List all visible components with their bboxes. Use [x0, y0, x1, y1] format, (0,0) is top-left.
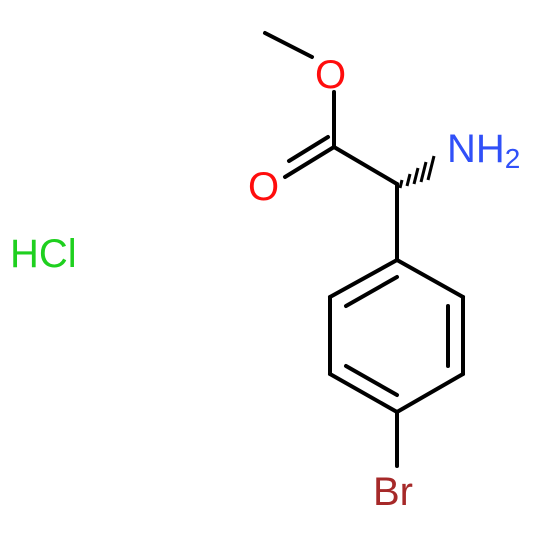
carbonyl-c-alpha-c-bond	[332, 145, 399, 186]
carbonyl-oxygen-label: O	[248, 165, 279, 209]
carbonyl-double-bond-a	[283, 145, 336, 179]
ring-inner-bond-3	[344, 275, 399, 308]
hcl-salt-label: HCl	[10, 232, 77, 276]
ring-inner-bond-2	[344, 364, 399, 397]
ring-bond-1	[395, 258, 465, 299]
ring-bond-3	[395, 372, 465, 414]
ester-oxygen-label: O	[315, 53, 346, 97]
bromine-label: Br	[373, 470, 413, 514]
amine-label: NH2	[447, 127, 520, 174]
amine-nh-text: NH	[447, 127, 505, 171]
ring-bond-6	[328, 258, 399, 299]
bonds	[263, 31, 465, 468]
amine-subscript: 2	[505, 143, 521, 174]
ring-bond-4	[328, 372, 399, 414]
hashed-wedge-bond	[398, 155, 436, 189]
carbonyl-double-bond-b	[287, 135, 330, 163]
methyl-o-bond	[263, 31, 314, 59]
